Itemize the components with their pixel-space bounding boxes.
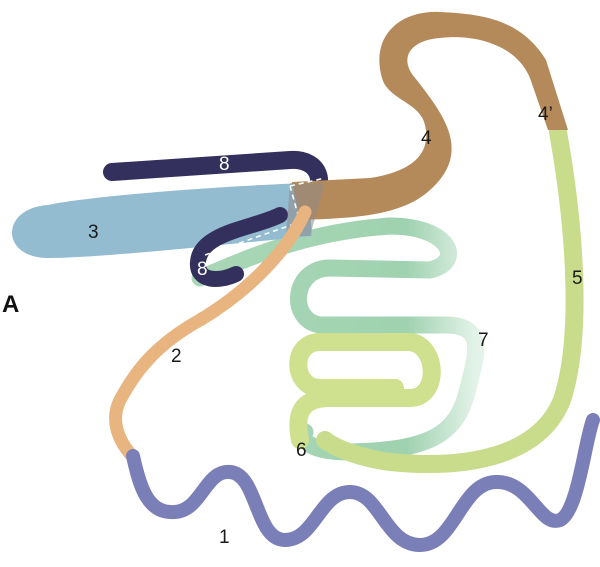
segment-8b-label: 8 bbox=[197, 259, 208, 280]
segment-4-label: 4 bbox=[421, 128, 432, 149]
segment-5-label: 5 bbox=[572, 268, 583, 289]
segment-1-label: 1 bbox=[219, 527, 230, 548]
segment-4-shape bbox=[292, 11, 568, 220]
segment-6-label: 6 bbox=[296, 440, 307, 461]
segment-8a-label: 8 bbox=[219, 154, 230, 175]
segment-8b-tube bbox=[190, 207, 288, 287]
segment-6-tube bbox=[289, 333, 441, 449]
segment-1-tube bbox=[126, 413, 600, 553]
segment-7-label: 7 bbox=[478, 330, 489, 351]
segment-7-tube bbox=[191, 217, 485, 461]
segment-3-label: 3 bbox=[88, 222, 99, 243]
segment-4-prime-label: 4’ bbox=[538, 104, 553, 125]
segment-2-label: 2 bbox=[171, 346, 182, 367]
segment-5-tube bbox=[316, 123, 584, 473]
segment-2-tube bbox=[109, 205, 312, 463]
panel-label: A bbox=[2, 291, 19, 318]
segment-3-shape bbox=[12, 183, 312, 258]
